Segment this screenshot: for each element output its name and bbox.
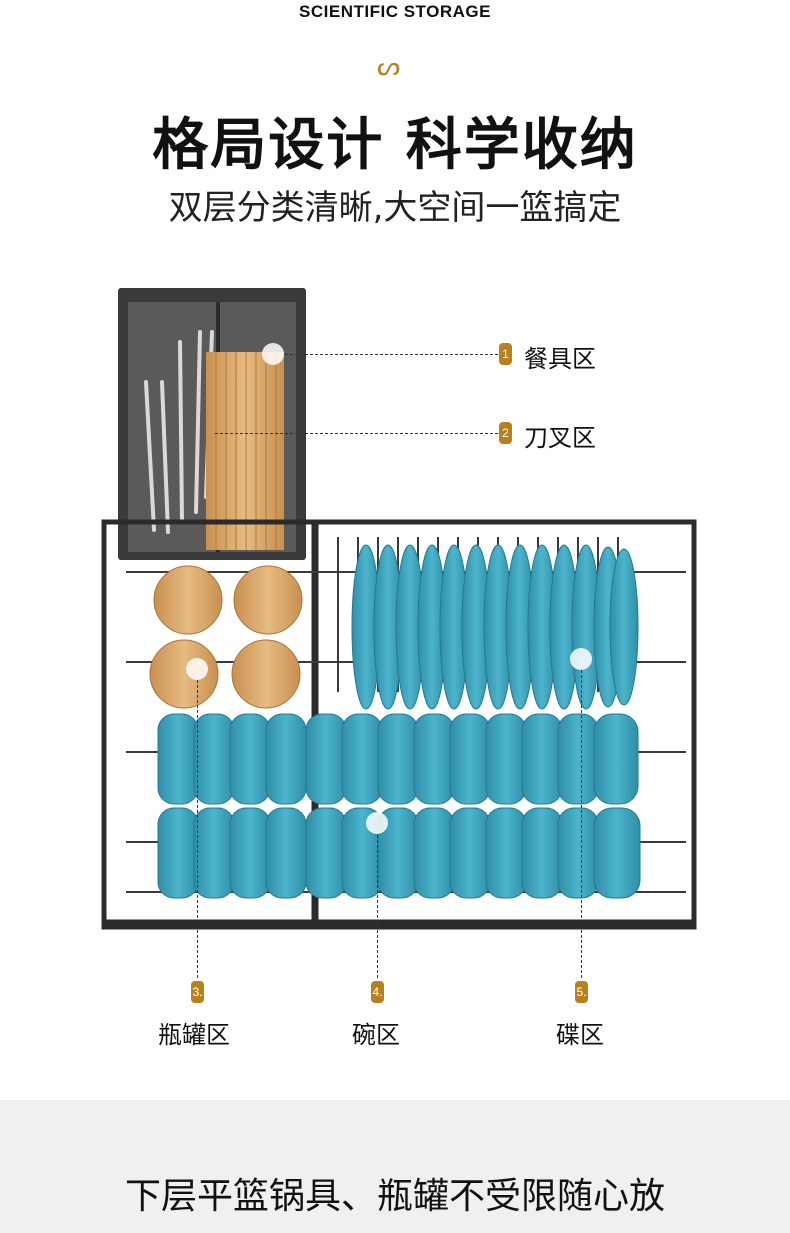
callout-line-5 [581,670,582,978]
footer-caption: 下层平篮锅具、瓶罐不受限随心放 [124,1176,665,1217]
zone-label-plates: 碟区 [556,1021,604,1049]
callout-marker-4: 4. [371,981,384,1003]
callout-line-4 [377,835,378,978]
indicator-dot-jars [186,658,208,680]
zone-label-bowls: 碗区 [352,1021,400,1049]
zone-label-knife-fork: 刀叉区 [524,424,596,452]
page-subtitle: 双层分类清晰,大空间一篮搞定 [168,188,622,228]
eyebrow-text: SCIENTIFIC STORAGE [299,2,491,21]
callout-marker-1: 1 [499,343,512,365]
callout-marker-2: 2 [499,422,512,444]
zone-label-jars: 瓶罐区 [158,1021,230,1049]
indicator-dot-plates [570,648,592,670]
swirl-ornament-icon: ᔕ [377,52,401,82]
plates [351,544,639,710]
callout-line-1 [285,354,498,355]
page-title: 格局设计 科学收纳 [152,113,638,178]
indicator-dot-cutlery [262,343,284,365]
bowls [157,713,641,899]
footer-band [0,1100,790,1233]
callout-line-2 [215,433,498,434]
spice-jars [149,565,303,709]
indicator-dot-bowls [366,812,388,834]
dish-rack-illustration [101,288,697,930]
callout-line-3 [197,680,198,978]
callout-marker-3: 3. [191,981,204,1003]
callout-marker-5: 5. [575,981,588,1003]
cutlery-basket [118,288,306,560]
zone-label-cutlery: 餐具区 [524,345,596,373]
